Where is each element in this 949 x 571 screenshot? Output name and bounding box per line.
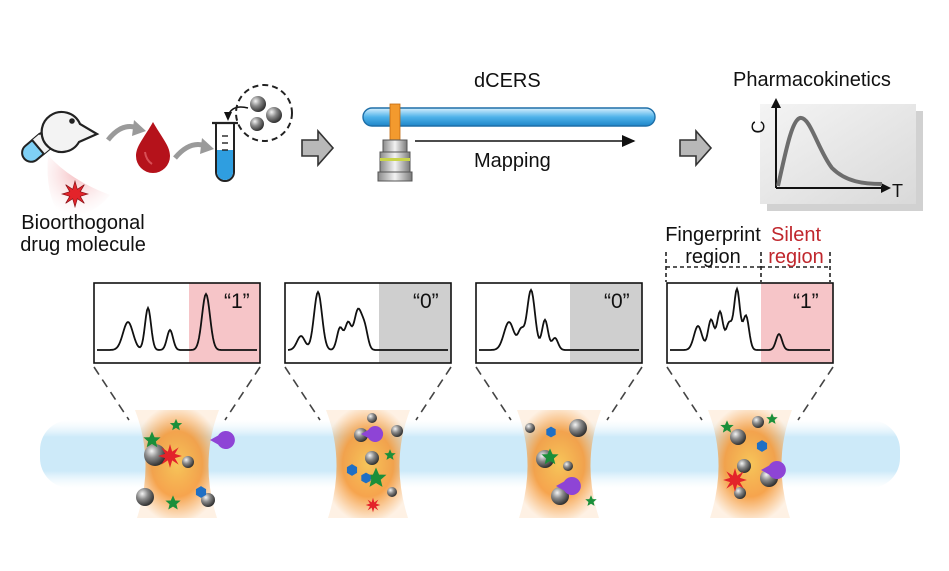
purple-pacman-molecule (361, 426, 384, 442)
red-burst-molecule (365, 497, 381, 513)
red-burst-icon (61, 180, 89, 208)
drug-label: Bioorthogonal drug molecule (8, 212, 158, 256)
nanoparticle (569, 419, 587, 437)
fiber-rod (362, 107, 656, 127)
focal-volume-4 (708, 410, 792, 518)
zoom-line-right (224, 366, 261, 421)
purple-pacman-molecule (210, 431, 235, 449)
drug-label-line2: drug molecule (20, 234, 146, 256)
fiber-band (40, 420, 900, 488)
nanoparticle (367, 413, 377, 423)
red-burst-molecule (723, 468, 747, 492)
blood-drop-icon (136, 122, 170, 173)
nanoparticle (387, 487, 397, 497)
nanoparticle (734, 487, 746, 499)
pk-plot (760, 98, 923, 211)
spectrum-trace (670, 286, 830, 351)
drug-glow (47, 155, 110, 216)
fingerprint-region-label: Fingerprint region (656, 224, 770, 268)
spectrum-panel-3 (475, 282, 643, 421)
zoom-line-left (475, 366, 512, 421)
dcers-title: dCERS (474, 70, 541, 92)
pk-axis-x-label: T (892, 181, 903, 201)
silent-line2: region (768, 246, 824, 268)
fingerprint-line1: Fingerprint (665, 224, 761, 246)
spectrum-1-code: “1” (224, 290, 250, 313)
objective-probe-icon (377, 139, 413, 182)
nanoparticle (737, 459, 751, 473)
tube-arrow (227, 106, 249, 117)
fingerprint-line2: region (685, 246, 741, 268)
nanoparticle-inset (235, 84, 293, 142)
spectrum-4-code: “1” (793, 290, 819, 313)
zoom-line-right (606, 366, 643, 421)
zoom-line-right (797, 366, 834, 421)
block-arrow-2 (679, 128, 713, 168)
spectrum-panel-2 (284, 282, 452, 421)
silent-line1: Silent (770, 224, 822, 246)
nanoparticle (144, 444, 166, 466)
spectrum-trace (287, 290, 448, 351)
nanoparticle (136, 488, 154, 506)
pacman-icon (40, 110, 100, 154)
region-brackets (665, 252, 831, 282)
spectra-layer (93, 282, 834, 421)
spectrum-frame (93, 282, 261, 364)
focus-layer (135, 410, 792, 518)
mapping-label: Mapping (474, 150, 551, 172)
silent-region-label: Silent region (760, 224, 832, 268)
nanoparticle (201, 493, 215, 507)
spectrum-trace (97, 292, 257, 351)
zoom-line-left (284, 366, 321, 421)
nanoparticle (525, 423, 535, 433)
spectrum-frame (284, 282, 452, 364)
block-arrow-1 (301, 128, 335, 168)
nanoparticle (551, 487, 569, 505)
pk-curve (776, 116, 883, 187)
zoom-line-right (415, 366, 452, 421)
nanoparticle (182, 456, 194, 468)
test-tube-icon (212, 121, 238, 182)
nanoparticle (730, 429, 746, 445)
spectrum-3-code: “0” (604, 290, 630, 313)
drug-label-line1: Bioorthogonal (21, 212, 145, 234)
zoom-line-left (666, 366, 703, 421)
spectrum-panel-1 (93, 282, 261, 421)
focal-volume-3 (517, 410, 601, 518)
pk-axis-y-label: C (748, 120, 769, 134)
focal-volume-1 (135, 410, 235, 518)
spectrum-2-code: “0” (413, 290, 439, 313)
spectrum-frame (666, 282, 834, 364)
spectrum-panel-4 (666, 282, 834, 421)
nanoparticle (365, 451, 379, 465)
spectrum-trace (479, 288, 639, 351)
nanoparticle (354, 428, 368, 442)
purple-pacman-molecule (761, 461, 786, 479)
nanoparticle (391, 425, 403, 437)
nanoparticle (563, 461, 573, 471)
pk-title: Pharmacokinetics (733, 69, 891, 91)
spectrum-frame (475, 282, 643, 364)
zoom-line-left (93, 366, 130, 421)
laser-focus (517, 410, 601, 518)
nanoparticle (752, 416, 764, 428)
focal-volume-2 (326, 410, 410, 518)
red-burst-molecule (158, 444, 182, 468)
purple-pacman-molecule (556, 477, 581, 496)
